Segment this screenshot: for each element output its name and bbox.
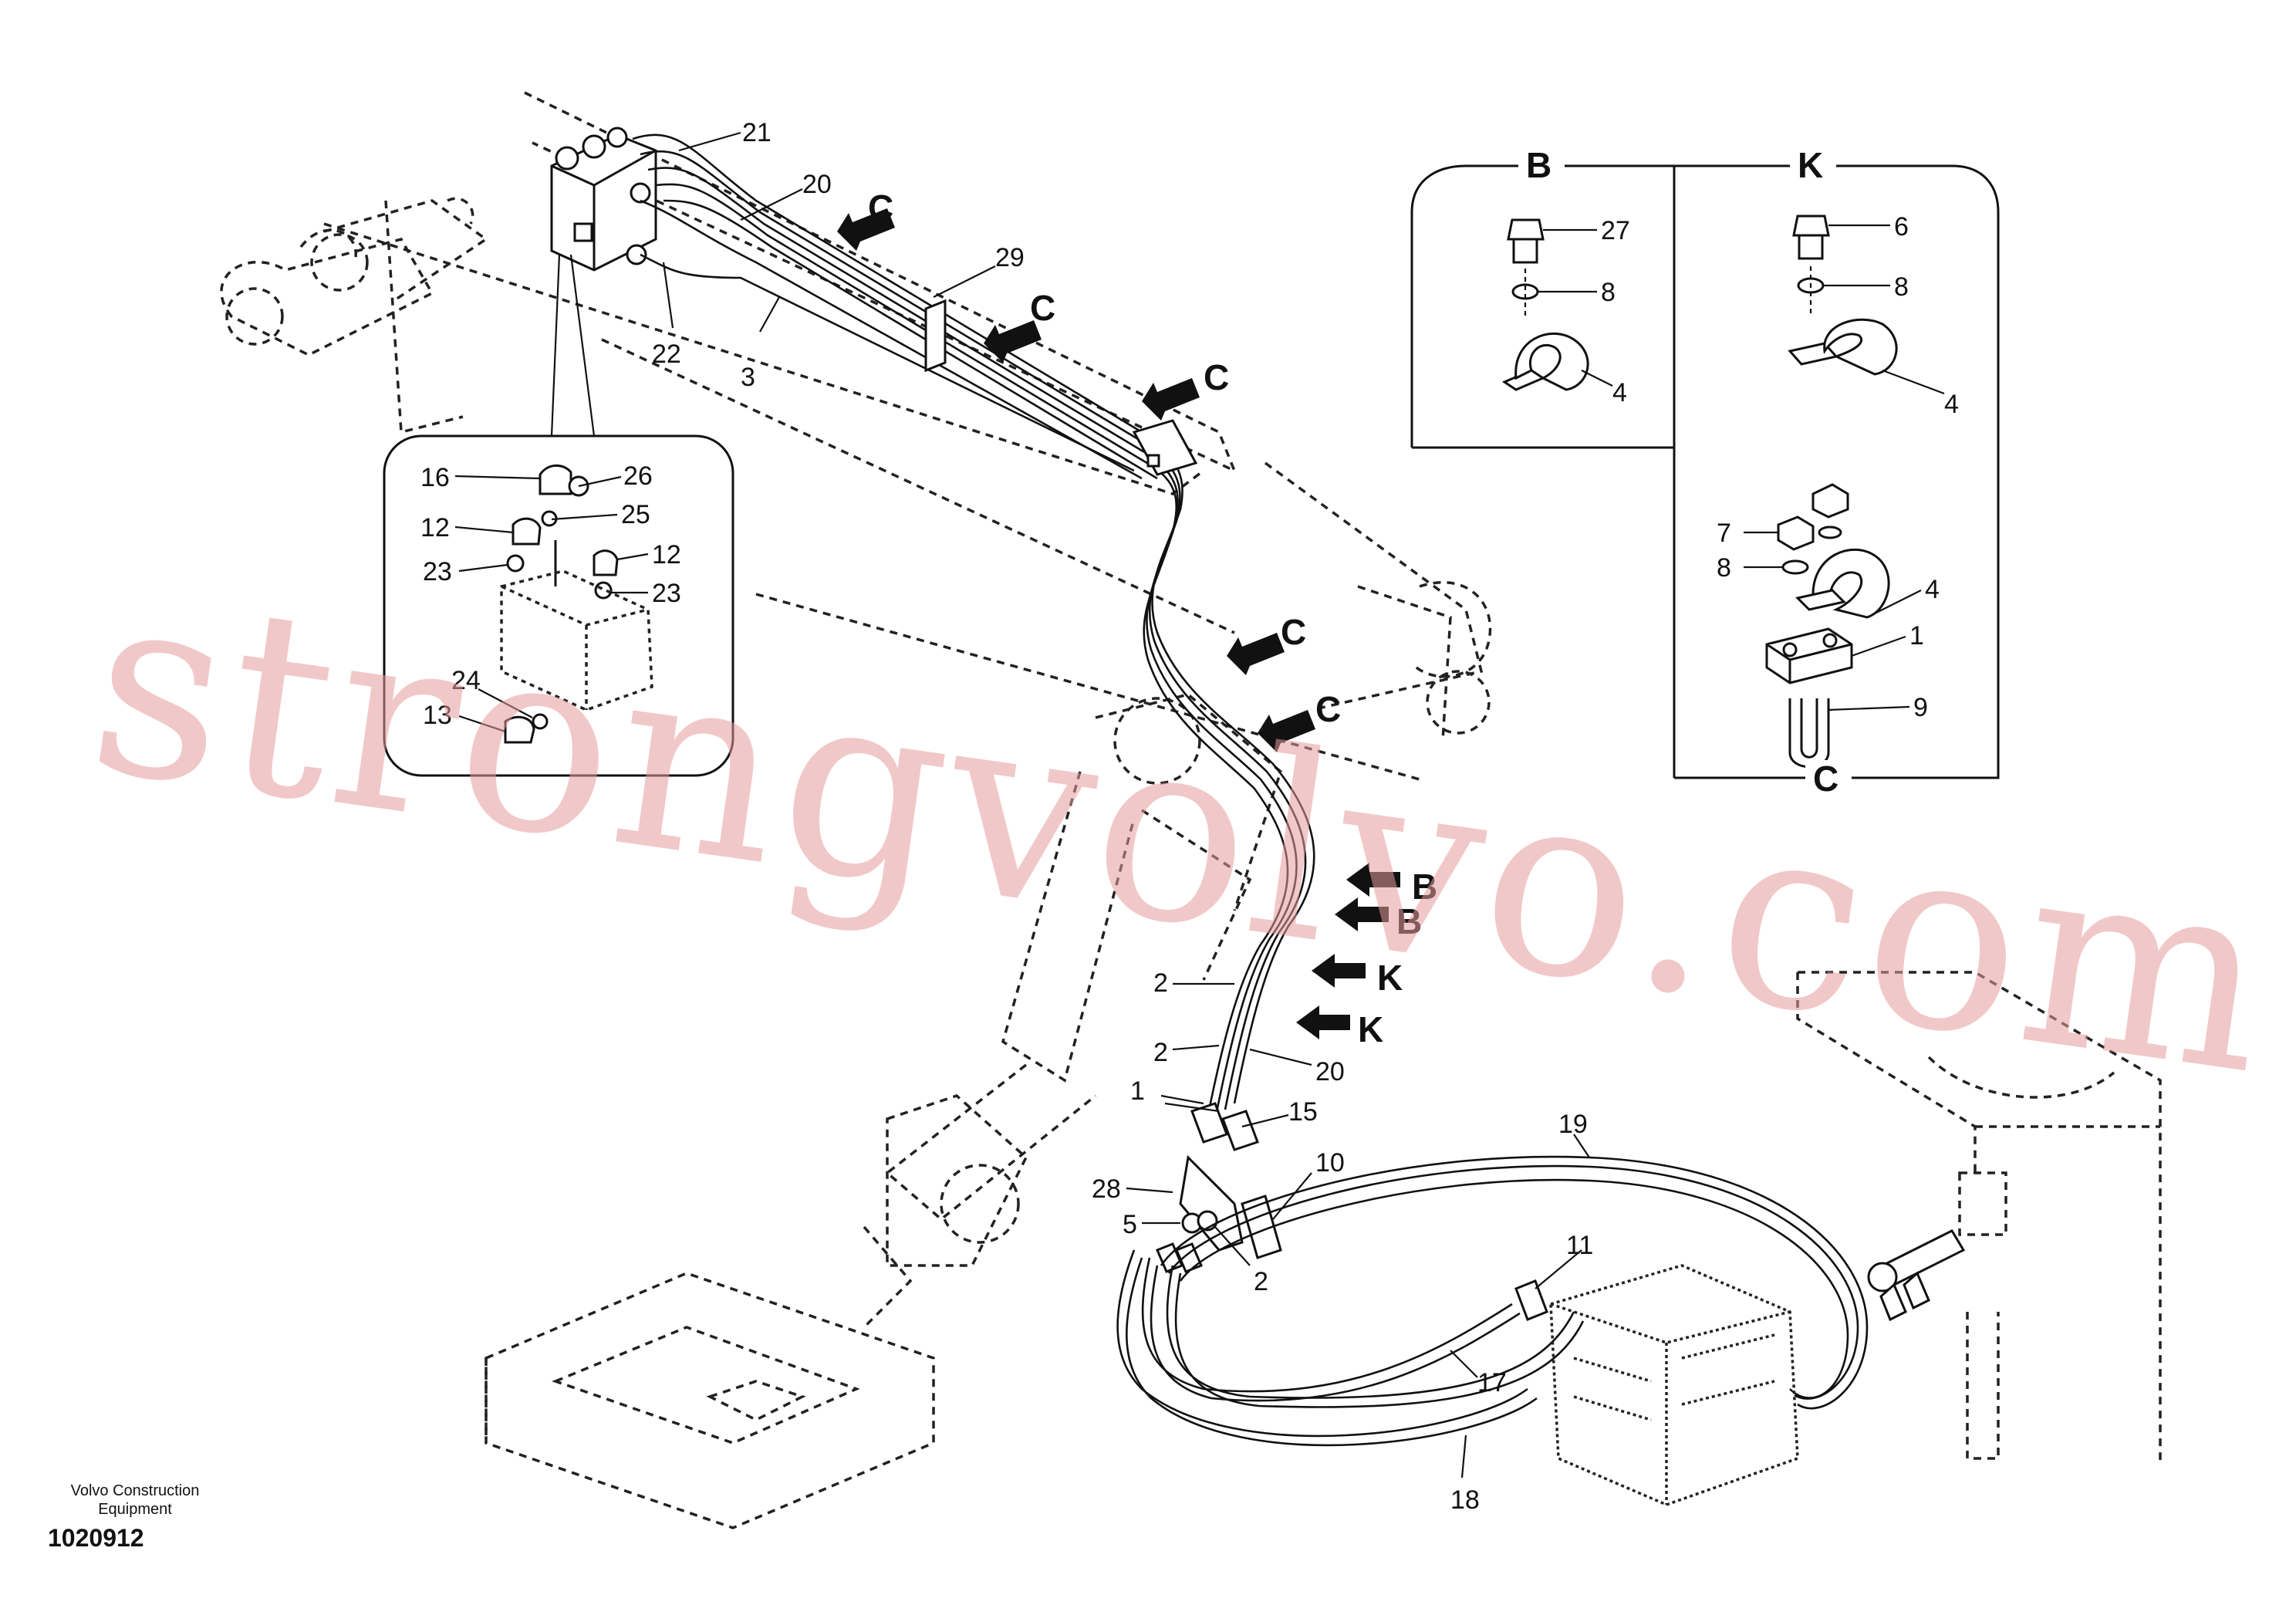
label-22: 22 (652, 340, 681, 369)
label-19: 19 (1558, 1110, 1588, 1139)
svg-text:K: K (1358, 1009, 1383, 1049)
label-12-b: 12 (652, 540, 681, 569)
label-26: 26 (623, 461, 653, 491)
label-15: 15 (1288, 1097, 1318, 1127)
svg-text:C: C (1204, 357, 1229, 397)
view-arrow-k-1: K (1312, 954, 1403, 998)
view-k-parts (1788, 215, 1898, 376)
svg-text:C: C (1030, 288, 1055, 328)
view-arrow-c-5: C (1258, 689, 1341, 752)
detail-box-valve-fittings (383, 254, 734, 777)
label-27: 27 (1601, 216, 1630, 245)
company-line-2: Equipment (98, 1501, 172, 1518)
detail-box-clamps (1410, 164, 2000, 779)
label-2-c: 2 (1254, 1267, 1268, 1296)
control-valve-block (550, 127, 657, 272)
label-4-b: 4 (1612, 378, 1627, 407)
label-2-b: 2 (1153, 1038, 1168, 1067)
label-7: 7 (1717, 519, 1731, 548)
label-11: 11 (1566, 1231, 1593, 1260)
label-9: 9 (1913, 693, 1928, 722)
label-1-lower: 1 (1130, 1076, 1145, 1106)
view-b-parts (1501, 218, 1589, 391)
label-4-c: 4 (1925, 575, 1940, 604)
label-8-c: 8 (1717, 553, 1731, 583)
label-20-top: 20 (802, 170, 832, 199)
svg-text:B: B (1412, 867, 1437, 907)
view-arrows: C C C C C B B K (837, 188, 1437, 1049)
label-13: 13 (423, 701, 452, 730)
label-2-a: 2 (1153, 968, 1168, 998)
label-24: 24 (451, 666, 481, 695)
view-arrow-c-2: C (984, 288, 1055, 363)
swivel-fitting-right (1867, 1229, 1966, 1322)
view-arrow-b-1: B (1346, 863, 1437, 907)
view-arrow-k-2: K (1296, 1005, 1383, 1049)
label-29: 29 (995, 243, 1025, 272)
label-1-c: 1 (1909, 621, 1924, 650)
view-label-b: B (1526, 145, 1551, 185)
label-4-k: 4 (1944, 390, 1959, 419)
label-25: 25 (621, 500, 650, 529)
watermark: strongvolvo.com (76, 532, 2289, 1131)
hoses-17-18-19 (1116, 1155, 1869, 1447)
leader-lines (454, 131, 1945, 1478)
company-line-1: Volvo Construction (70, 1482, 200, 1499)
label-10: 10 (1315, 1148, 1345, 1178)
label-8-b: 8 (1601, 278, 1616, 307)
main-control-valve (1514, 1264, 1799, 1506)
label-18: 18 (1450, 1485, 1480, 1515)
svg-text:C: C (1315, 689, 1341, 729)
company-name: Volvo Construction Equipment (42, 1482, 228, 1519)
hose-bundle-3 (632, 133, 1315, 1123)
label-12-a: 12 (420, 513, 450, 542)
label-21: 21 (742, 118, 772, 147)
cab-ghost-outline (1796, 971, 2162, 1466)
label-16: 16 (420, 463, 450, 492)
view-arrow-c-4: C (1227, 612, 1306, 675)
label-5: 5 (1123, 1210, 1137, 1239)
svg-text:C: C (1281, 612, 1306, 652)
lower-frame-ghost-outline (485, 1094, 1028, 1529)
label-6: 6 (1894, 212, 1909, 242)
svg-text:C: C (868, 188, 893, 228)
view-label-c: C (1813, 759, 1838, 799)
drawing-number: 1020912 (48, 1524, 144, 1552)
part-number-labels: 21 20 29 22 3 2 2 20 1 15 10 28 5 2 19 1… (420, 118, 1959, 1515)
label-23-b: 23 (652, 579, 681, 608)
boom-ghost-outline (220, 91, 1492, 1222)
label-17: 17 (1477, 1368, 1507, 1397)
svg-text:B: B (1396, 901, 1422, 941)
lower-fitting-assembly (1156, 1102, 1282, 1273)
view-arrow-c-3: C (1142, 357, 1229, 421)
view-c-parts (1765, 483, 1890, 769)
view-label-k: K (1798, 145, 1823, 185)
svg-text:K: K (1377, 958, 1403, 998)
hose-clamp-upper (924, 299, 1198, 476)
label-8-k: 8 (1894, 272, 1909, 302)
label-3: 3 (741, 363, 755, 392)
label-23-a: 23 (423, 557, 452, 586)
view-arrow-c-1: C (837, 188, 895, 251)
label-28: 28 (1092, 1174, 1121, 1204)
label-20-lower: 20 (1315, 1057, 1345, 1086)
view-arrow-b-2: B (1335, 897, 1422, 941)
